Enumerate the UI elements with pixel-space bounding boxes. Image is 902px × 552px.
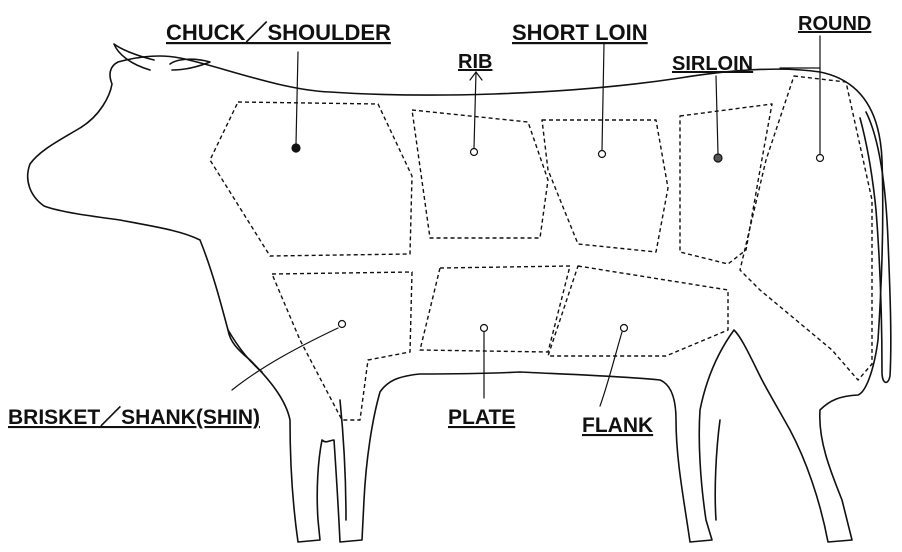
tail — [860, 112, 891, 382]
cut-region-round — [740, 76, 872, 380]
cut-region-plate — [420, 266, 570, 352]
label-short-loin: SHORT LOIN — [512, 20, 648, 45]
cut-region-brisket — [272, 272, 412, 420]
label-chuck: CHUCK／SHOULDER — [166, 20, 391, 45]
pin-sirloin — [714, 154, 722, 162]
label-brisket: BRISKET／SHANK(SHIN) — [8, 405, 260, 429]
label-round: ROUND — [798, 13, 871, 35]
label-rib: RIB — [458, 51, 492, 73]
leader-rib — [474, 72, 476, 148]
pin-short-loin — [599, 151, 606, 158]
cut-region-sirloin — [680, 104, 772, 264]
leader-short-loin — [602, 44, 604, 150]
cut-region-chuck — [210, 102, 412, 256]
leader-flank — [600, 332, 622, 406]
dewlap — [228, 330, 262, 372]
label-sirloin: SIRLOIN — [672, 53, 753, 75]
pin-flank — [621, 325, 628, 332]
pin-chuck — [292, 144, 300, 152]
pin-rib — [471, 149, 478, 156]
pin-plate — [481, 325, 488, 332]
pin-round — [817, 155, 824, 162]
label-plate: PLATE — [448, 406, 515, 429]
leader-chuck — [296, 52, 298, 144]
cut-region-short-loin — [542, 120, 668, 252]
hind-leg-inner — [715, 420, 720, 520]
cut-region-flank — [548, 266, 728, 356]
pin-brisket — [339, 321, 346, 328]
leader-sirloin — [716, 76, 718, 154]
cow-body-outline — [28, 56, 883, 542]
label-flank: FLANK — [582, 414, 653, 437]
cut-region-rib — [412, 110, 548, 238]
